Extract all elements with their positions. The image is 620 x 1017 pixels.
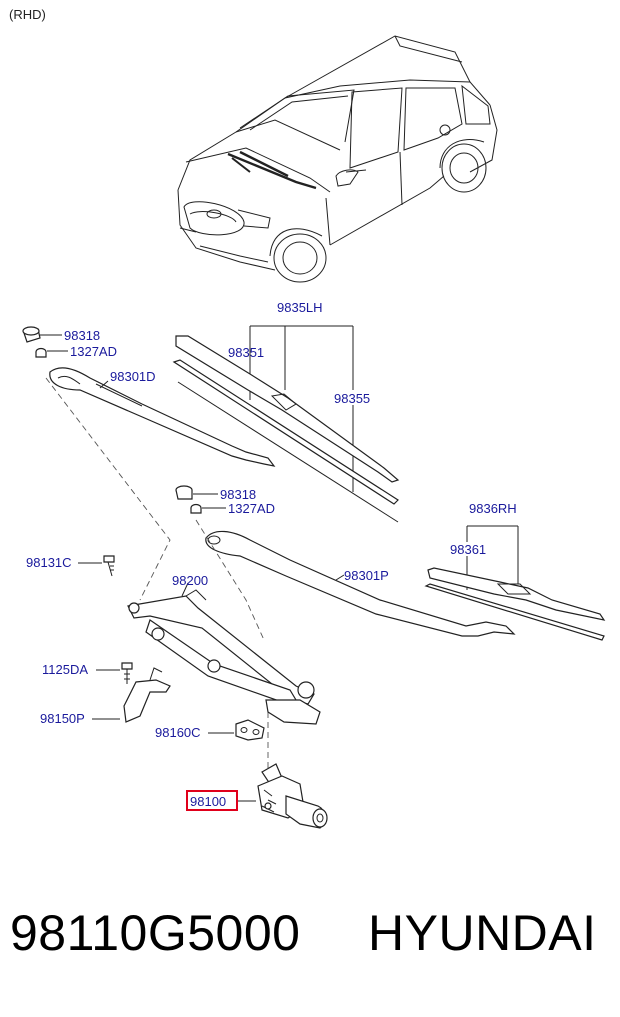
label-98150p: 98150P [40,711,85,726]
label-98160c: 98160C [155,725,201,740]
variant-label: (RHD) [9,7,46,22]
linkage-group: 98131C 98200 1125DA 98150P 98160C [26,377,321,770]
wiper-parts-diagram: (RHD) [9,7,606,829]
label-1327ad-lower: 1327AD [228,501,275,516]
blade-right-group: 9836RH 98361 [424,501,606,641]
label-98355: 98355 [334,391,370,406]
part-number: 98110G5000 [10,905,301,961]
upper-left-parts: 98318 1327AD 98301D [22,326,276,467]
brand-name: HYUNDAI [368,905,597,961]
label-1125da: 1125DA [42,662,88,677]
label-98131c: 98131C [26,555,72,570]
blade-left-group: 9835LH 98351 98355 [172,300,400,523]
label-98301p: 98301P [344,568,389,583]
label-98200: 98200 [172,573,208,588]
label-98100: 98100 [190,794,226,809]
highlight-box-98100 [186,790,238,811]
label-98318-lower: 98318 [220,487,256,502]
label-1327ad-upper: 1327AD [70,344,117,359]
label-98301d: 98301D [110,369,156,384]
label-98318-upper: 98318 [64,328,100,343]
label-98361: 98361 [450,542,486,557]
label-9836rh: 9836RH [469,501,517,516]
upper-right-parts: 98318 1327AD 98301P [175,485,516,637]
wiper-motor: 98100 [186,763,328,829]
label-9835lh: 9835LH [277,300,323,315]
car-illustration [177,35,498,283]
label-98351: 98351 [228,345,264,360]
